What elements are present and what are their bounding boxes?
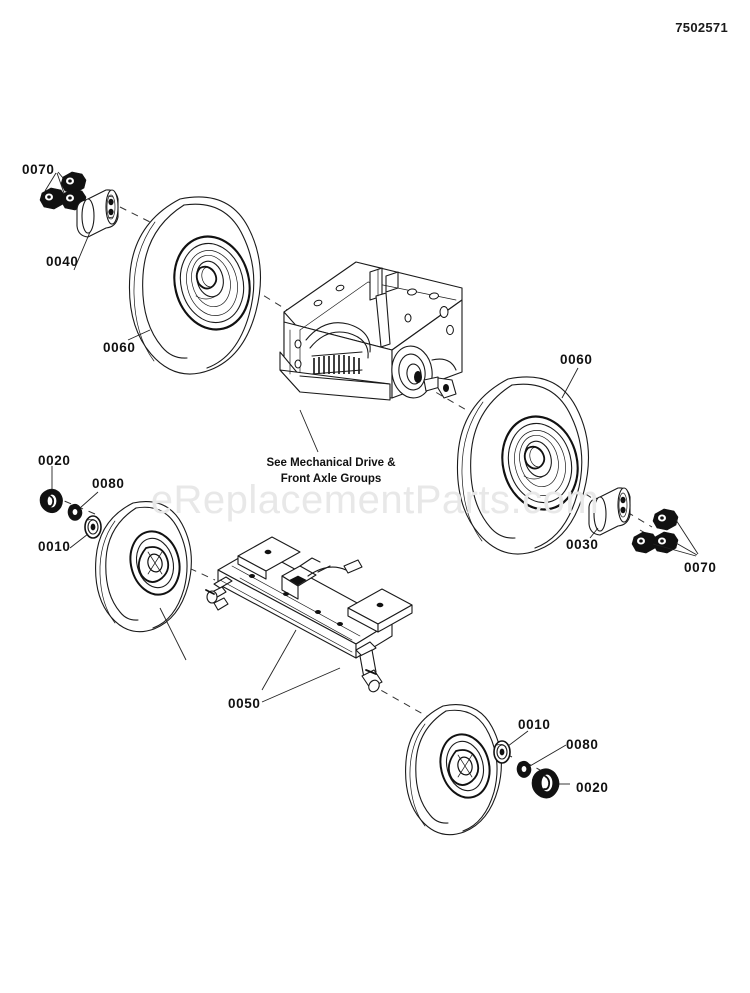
callout-0060-left[interactable]: 0060: [103, 340, 136, 355]
drive-linkage: [369, 267, 399, 348]
front-rim-right: [439, 733, 491, 799]
bearing-washer-left: [84, 515, 102, 539]
callout-0030[interactable]: 0030: [566, 537, 599, 552]
document-number: 7502571: [675, 20, 728, 35]
retaining-clip-right: [516, 760, 532, 778]
lug-nut-1: [60, 171, 87, 194]
rim-face-right: [501, 415, 579, 511]
callout-0020-left[interactable]: 0020: [38, 453, 71, 468]
housing-holes: [294, 284, 454, 369]
note-line-2: Front Axle Groups: [280, 472, 382, 485]
note-leader: [299, 409, 319, 453]
lug-nut-group-left: [39, 171, 87, 211]
callout-0060-right[interactable]: 0060: [560, 352, 593, 367]
spindle-left: [205, 576, 233, 611]
callout-0080-left[interactable]: 0080: [92, 476, 125, 491]
axle-pivot-bracket: [281, 557, 321, 600]
front-axle-assembly: [205, 536, 413, 703]
lug-nut-group-right: [631, 508, 699, 557]
axle-plate-right: [347, 588, 413, 633]
hub-spline-detail-right: [618, 492, 628, 518]
hub-cap-left: [39, 488, 63, 514]
front-hardware-left: [39, 466, 102, 549]
callout-0010-left[interactable]: 0010: [38, 539, 71, 554]
rim-face-left: [173, 235, 251, 331]
output-pulley: [391, 345, 457, 399]
callout-0040[interactable]: 0040: [46, 254, 79, 269]
lug-nut-2: [39, 187, 66, 210]
bearing-washer-right: [493, 740, 511, 764]
callout-0050[interactable]: 0050: [228, 696, 261, 711]
drive-belt-coil: [305, 322, 371, 375]
hub-cap-right: [531, 768, 560, 799]
callout-0080-right[interactable]: 0080: [566, 737, 599, 752]
mechanical-drive-note: See Mechanical Drive & Front Axle Groups: [246, 456, 416, 487]
front-hardware-right: [493, 730, 570, 799]
callout-0070-right[interactable]: 0070: [684, 560, 717, 575]
callout-0020-right[interactable]: 0020: [576, 780, 609, 795]
rear-tire-left: [127, 196, 262, 375]
rear-hub-left: [73, 189, 119, 271]
front-tire-right: [405, 704, 502, 836]
front-tire-left: [95, 501, 192, 661]
spindle-right: [355, 641, 383, 693]
front-rim-left: [129, 530, 181, 596]
lug-nut-6: [652, 531, 679, 554]
lug-nut-4: [652, 508, 679, 531]
steering-link: [307, 559, 363, 577]
note-line-1: See Mechanical Drive &: [266, 457, 396, 469]
mechanical-drive-housing: [279, 261, 463, 401]
callout-0070-left[interactable]: 0070: [22, 162, 55, 177]
axle-plate-left: [237, 536, 301, 580]
rear-tire-right: [456, 367, 590, 555]
retaining-clip-left: [67, 503, 83, 521]
hub-spline-detail: [106, 194, 116, 220]
rear-hub-right: [588, 487, 631, 539]
callout-0010-right[interactable]: 0010: [518, 717, 551, 732]
